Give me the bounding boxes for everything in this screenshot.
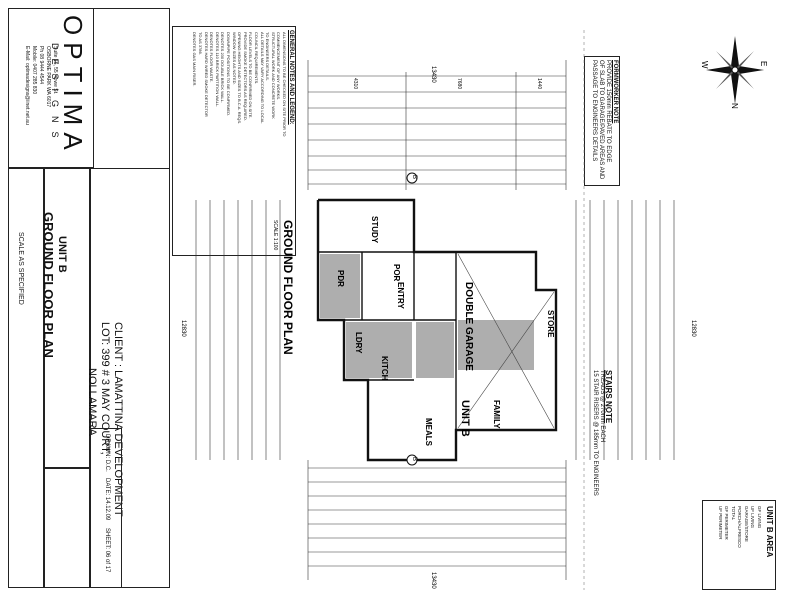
garage-diagonals xyxy=(457,253,555,429)
svg-text:B: B xyxy=(411,175,417,179)
room-label-family: FAMILY xyxy=(492,400,501,429)
drawing-date: DATE: 14.12.09 xyxy=(104,478,110,521)
compass-east-label: E xyxy=(759,61,768,66)
room-label-store: STORE xyxy=(546,310,555,338)
room-label-kitch: KITCH xyxy=(380,356,389,381)
overall-width-bottom: 13430 xyxy=(430,572,436,589)
drawn-by: DRAWN: D.C. xyxy=(104,434,110,472)
dim-top-2: 7680 xyxy=(456,78,462,89)
overall-width-top: 13430 xyxy=(430,66,436,83)
area-table-heading: UNIT B AREA xyxy=(765,506,774,558)
room-label-por: POR xyxy=(392,264,401,282)
room-label-entry: ENTRY xyxy=(396,282,405,309)
north-arrow-icon: W E N xyxy=(700,36,768,109)
room-label-meals: MEALS xyxy=(424,418,433,447)
title-block-divider xyxy=(44,168,90,468)
title-block-divider xyxy=(8,168,44,588)
dim-top-1: 4310 xyxy=(352,78,358,89)
title-block-divider xyxy=(8,8,94,168)
room-label-ldry: LDRY xyxy=(354,332,363,354)
top-dimension-lines xyxy=(307,60,567,190)
drawing-heading: GROUND FLOOR PLAN xyxy=(281,220,295,355)
scale-note: SCALE AS SPECIFIED xyxy=(17,232,24,305)
room-label-pdr: PDR xyxy=(336,270,345,287)
wet-area-hatching xyxy=(320,254,534,378)
building-walls xyxy=(316,198,558,462)
title-block-divider xyxy=(90,168,170,588)
side-dimension-lines xyxy=(195,200,675,460)
sheet-number: SHEET: 06 of 17 xyxy=(104,528,110,573)
overall-depth-right: 12830 xyxy=(690,320,696,337)
sheet-info-row xyxy=(90,428,122,588)
section-markers: B B xyxy=(406,172,418,466)
dim-top-3: 1440 xyxy=(536,78,542,89)
room-label-double-garage: DOUBLE GARAGE xyxy=(463,282,474,371)
bottom-dimension-lines xyxy=(307,460,567,580)
room-label-study: STUDY xyxy=(370,216,379,244)
compass-north-label: N xyxy=(730,103,739,109)
svg-text:B: B xyxy=(411,457,417,461)
title-block-divider xyxy=(44,468,90,588)
floor-plan-drawing: 13430 4310 7680 1440 13430 xyxy=(180,30,696,590)
general-notes-box xyxy=(172,26,296,256)
drawing-title: UNIT B GROUND FLOOR PLAN xyxy=(41,212,68,358)
overall-depth-left: 12830 xyxy=(180,320,186,337)
company-address: Suite 16, 55 Howe St. OSBORNE PARK WA 60… xyxy=(24,46,58,125)
drawing-scale: SCALE 1:100 xyxy=(272,220,278,251)
area-table xyxy=(702,500,776,590)
compass-west-label: W xyxy=(700,61,709,69)
formworker-note-box xyxy=(584,56,620,186)
room-label-unit-b: UNIT B xyxy=(459,400,471,437)
